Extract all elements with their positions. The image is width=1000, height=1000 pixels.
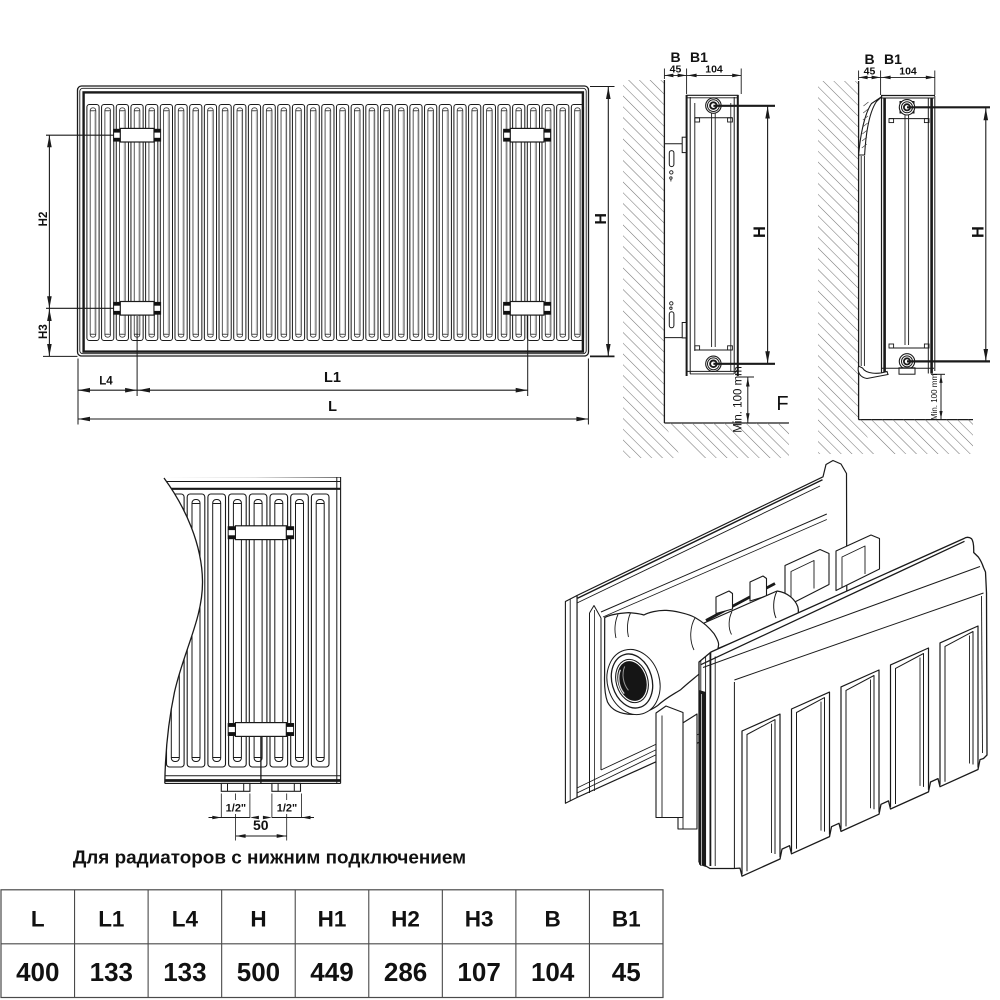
svg-text:B: B	[545, 907, 561, 932]
svg-text:104: 104	[899, 66, 917, 78]
svg-text:B1: B1	[884, 51, 902, 67]
svg-text:1/2": 1/2"	[226, 803, 247, 815]
svg-text:B: B	[670, 49, 680, 65]
svg-text:B1: B1	[690, 49, 708, 65]
svg-text:286: 286	[384, 957, 427, 987]
svg-text:F: F	[776, 393, 788, 415]
svg-text:H2: H2	[38, 212, 50, 227]
svg-text:1/2": 1/2"	[277, 803, 298, 815]
svg-text:H1: H1	[318, 907, 347, 932]
svg-text:H: H	[593, 213, 610, 225]
svg-text:104: 104	[531, 957, 575, 987]
svg-text:L1: L1	[324, 370, 341, 386]
svg-text:H: H	[969, 226, 987, 238]
svg-text:Min. 100 mm: Min. 100 mm	[733, 366, 745, 432]
svg-text:400: 400	[16, 957, 59, 987]
svg-text:L4: L4	[172, 907, 199, 932]
svg-text:133: 133	[90, 957, 133, 987]
svg-text:H2: H2	[391, 907, 420, 932]
svg-text:H: H	[250, 907, 266, 932]
svg-text:H: H	[751, 226, 769, 238]
svg-text:500: 500	[237, 957, 280, 987]
svg-text:107: 107	[457, 957, 500, 987]
svg-text:B: B	[864, 51, 874, 67]
svg-text:104: 104	[705, 64, 723, 76]
svg-text:L: L	[328, 399, 337, 415]
svg-text:Min. 100 mm: Min. 100 mm	[930, 374, 939, 421]
svg-text:L4: L4	[99, 376, 113, 388]
svg-text:449: 449	[310, 957, 353, 987]
svg-text:L1: L1	[98, 907, 124, 932]
svg-text:H3: H3	[38, 324, 50, 339]
svg-text:50: 50	[253, 817, 269, 833]
svg-text:45: 45	[864, 66, 876, 78]
svg-text:H3: H3	[465, 907, 494, 932]
svg-text:L: L	[31, 907, 45, 932]
svg-text:B1: B1	[612, 907, 641, 932]
svg-text:45: 45	[670, 64, 682, 76]
svg-text:45: 45	[612, 957, 641, 987]
svg-text:133: 133	[163, 957, 206, 987]
svg-text:Для радиаторов с нижним подклю: Для радиаторов с нижним подключением	[73, 848, 466, 869]
